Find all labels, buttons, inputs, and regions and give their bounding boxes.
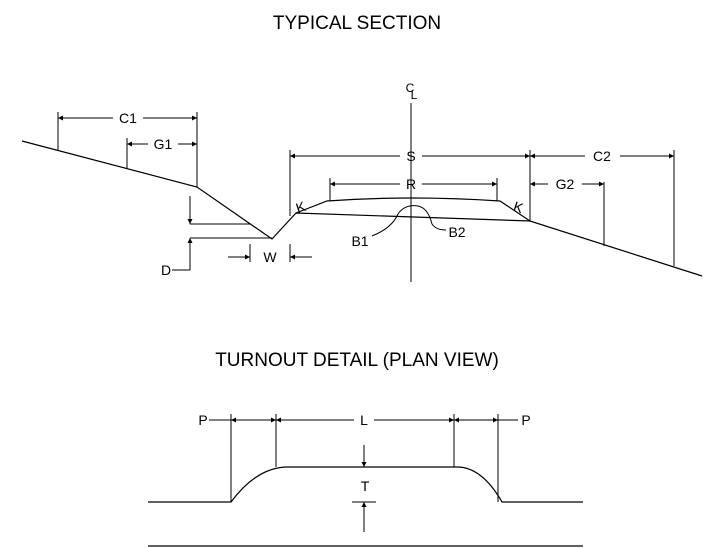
- turnout-detail-title: TURNOUT DETAIL (PLAN VIEW): [215, 350, 499, 371]
- label-c1: C1: [119, 110, 137, 126]
- dimension-r: R: [330, 176, 497, 192]
- dimension-t: T: [352, 445, 376, 532]
- label-r: R: [406, 176, 416, 192]
- label-d: D: [161, 262, 171, 278]
- label-w: W: [263, 249, 277, 265]
- dimension-p-left: P: [198, 412, 276, 428]
- dimension-d: D: [161, 196, 193, 278]
- label-b2: B2: [448, 224, 465, 240]
- label-p-right: P: [521, 412, 530, 428]
- label-g2: G2: [556, 176, 575, 192]
- centerline-l: L: [411, 88, 418, 102]
- label-t: T: [361, 478, 370, 494]
- label-c2: C2: [593, 148, 611, 164]
- dimension-p-right: P: [454, 412, 531, 428]
- label-k-right: K: [511, 198, 525, 216]
- dimension-l: L: [276, 412, 454, 428]
- dimension-s: S: [290, 148, 530, 164]
- label-p-left: P: [198, 412, 207, 428]
- dimension-c1: C1: [58, 110, 197, 126]
- typical-section-title: TYPICAL SECTION: [273, 13, 441, 34]
- centerline-c: C: [406, 81, 415, 95]
- dimension-c2: C2: [530, 148, 674, 164]
- label-g1: G1: [154, 136, 173, 152]
- dimension-g2: G2: [530, 176, 604, 192]
- turnout-outline: [148, 466, 583, 503]
- leader-b1-b2: B1 B2: [351, 205, 466, 249]
- turnout-extension-lines: [230, 414, 499, 502]
- dimension-w: W: [228, 249, 312, 265]
- label-b1: B1: [351, 233, 368, 249]
- dimension-g1: G1: [127, 136, 197, 152]
- road-surface-crown: [295, 197, 531, 222]
- label-s: S: [406, 148, 415, 164]
- ground-profile: [21, 140, 703, 277]
- centerline-symbol: C L: [406, 81, 418, 102]
- label-l: L: [360, 412, 368, 428]
